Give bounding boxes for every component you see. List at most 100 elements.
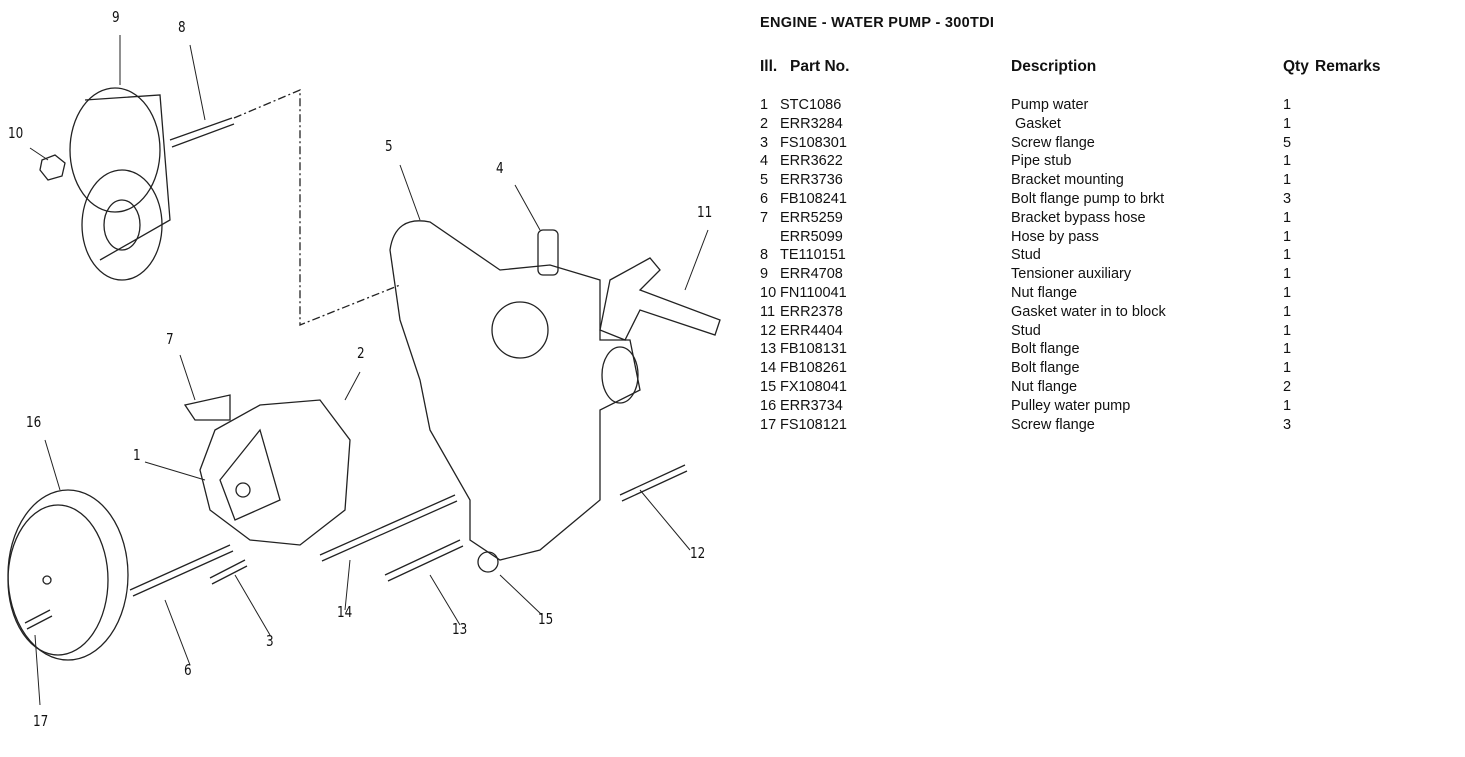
pipe-stub-part-4 — [537, 229, 559, 276]
callout-4: 4 — [496, 159, 504, 177]
quantity: 1 — [1283, 97, 1292, 113]
table-row: 17 FS108121 Screw flange 3 — [760, 416, 1320, 435]
bracket-mounting-part-5 — [389, 220, 641, 561]
description: Bolt flange pump to brkt — [1011, 190, 1165, 207]
header-qty: Qty — [1283, 58, 1309, 75]
part-number: ERR3736 — [780, 172, 843, 189]
callout-7: 7 — [166, 330, 174, 348]
callout-1: 1 — [133, 446, 141, 464]
bracket-bypass-part-7 — [183, 394, 231, 421]
part-number: ERR4708 — [780, 266, 843, 283]
tensioner-pulley-part-9 — [69, 87, 171, 281]
table-row: 12 ERR4404 Stud 1 — [760, 322, 1320, 341]
part-number: STC1086 — [780, 97, 842, 113]
callout-9: 9 — [112, 8, 120, 26]
part-number: TE110151 — [780, 247, 846, 264]
description: Bracket mounting — [1011, 172, 1124, 189]
table-row: 3 FS108301 Screw flange 5 — [760, 134, 1320, 153]
table-row: 14 FB108261 Bolt flange 1 — [760, 359, 1320, 378]
quantity: 1 — [1283, 341, 1292, 358]
ill-number: 7 — [760, 209, 769, 226]
description: Hose by pass — [1011, 228, 1099, 245]
quantity: 1 — [1283, 284, 1292, 301]
ill-number: 12 — [760, 322, 777, 339]
bolts — [24, 464, 688, 630]
quantity: 1 — [1283, 247, 1292, 264]
part-number: ERR4404 — [780, 322, 843, 339]
callout-13: 13 — [452, 620, 468, 638]
ill-number: 3 — [760, 134, 769, 151]
quantity: 3 — [1283, 190, 1292, 207]
callout-5: 5 — [385, 137, 393, 155]
callout-17: 17 — [33, 712, 49, 730]
part-number: ERR5259 — [780, 209, 843, 226]
callout-3: 3 — [266, 632, 274, 650]
description: Screw flange — [1011, 416, 1095, 433]
quantity: 2 — [1283, 378, 1292, 395]
table-row: 13 FB108131 Bolt flange 1 — [760, 340, 1320, 359]
header-ill: Ill. — [760, 58, 778, 75]
part-number: FS108121 — [780, 416, 847, 433]
part-number: ERR3622 — [780, 153, 843, 170]
quantity: 1 — [1283, 228, 1292, 245]
description: Bracket bypass hose — [1011, 209, 1146, 226]
part-number: FB108261 — [780, 360, 847, 377]
ill-number: 9 — [760, 266, 769, 283]
table-row: ERR5099 Hose by pass 1 — [760, 228, 1320, 247]
parts-table: 1 STC1086 Pump water 1 2 ERR3284 Gasket … — [760, 96, 1320, 434]
table-row: 16 ERR3734 Pulley water pump 1 — [760, 397, 1320, 416]
ill-number: 10 — [760, 284, 777, 301]
table-row: 5 ERR3736 Bracket mounting 1 — [760, 171, 1320, 190]
ill-number: 2 — [760, 115, 769, 132]
ill-number: 13 — [760, 341, 777, 358]
part-number: FN110041 — [780, 284, 847, 301]
description: Nut flange — [1011, 378, 1078, 395]
callout-2: 2 — [357, 344, 365, 362]
ill-number: 16 — [760, 397, 777, 414]
description: Bolt flange — [1011, 360, 1080, 377]
quantity: 1 — [1283, 209, 1292, 226]
quantity: 1 — [1283, 115, 1292, 132]
water-pump-part-1 — [183, 394, 351, 546]
quantity: 1 — [1283, 172, 1292, 189]
callout-14: 14 — [337, 603, 353, 621]
part-number: FS108301 — [780, 134, 847, 151]
description: Stud — [1011, 247, 1041, 264]
leader-lines — [29, 35, 709, 706]
table-row: 1 STC1086 Pump water 1 — [760, 96, 1320, 115]
ill-number: 14 — [760, 360, 777, 377]
table-row: 2 ERR3284 Gasket 1 — [760, 115, 1320, 134]
ill-number: 11 — [760, 303, 776, 320]
quantity: 5 — [1283, 134, 1292, 151]
pulley-part-16 — [7, 489, 129, 661]
quantity: 1 — [1283, 397, 1292, 414]
description: Nut flange — [1011, 284, 1078, 301]
description: Gasket water in to block — [1011, 303, 1166, 320]
table-row: 7 ERR5259 Bracket bypass hose 1 — [760, 209, 1320, 228]
description: Tensioner auxiliary — [1011, 266, 1132, 283]
quantity: 1 — [1283, 266, 1292, 283]
quantity: 1 — [1283, 153, 1292, 170]
quantity: 1 — [1283, 322, 1292, 339]
ill-number: 4 — [760, 153, 769, 170]
quantity: 3 — [1283, 416, 1292, 433]
header-remarks: Remarks — [1315, 58, 1381, 75]
description: Pump water — [1011, 97, 1089, 113]
header-description: Description — [1011, 58, 1097, 75]
description: Pipe stub — [1011, 153, 1072, 170]
ill-number: 17 — [760, 416, 777, 433]
ill-number: 1 — [760, 97, 769, 113]
callout-12: 12 — [690, 544, 706, 562]
callout-15: 15 — [538, 610, 554, 628]
ill-number: 15 — [760, 378, 777, 395]
ill-number: 8 — [760, 247, 769, 264]
callout-8: 8 — [178, 18, 186, 36]
table-row: 6 FB108241 Bolt flange pump to brkt 3 — [760, 190, 1320, 209]
callout-11: 11 — [697, 203, 713, 221]
gasket-part-11 — [599, 257, 721, 341]
stud-part-8 — [169, 117, 235, 148]
part-number: ERR3284 — [780, 115, 843, 132]
part-number: ERR5099 — [780, 228, 843, 245]
part-number: FB108131 — [780, 341, 847, 358]
part-number: FB108241 — [780, 190, 847, 207]
